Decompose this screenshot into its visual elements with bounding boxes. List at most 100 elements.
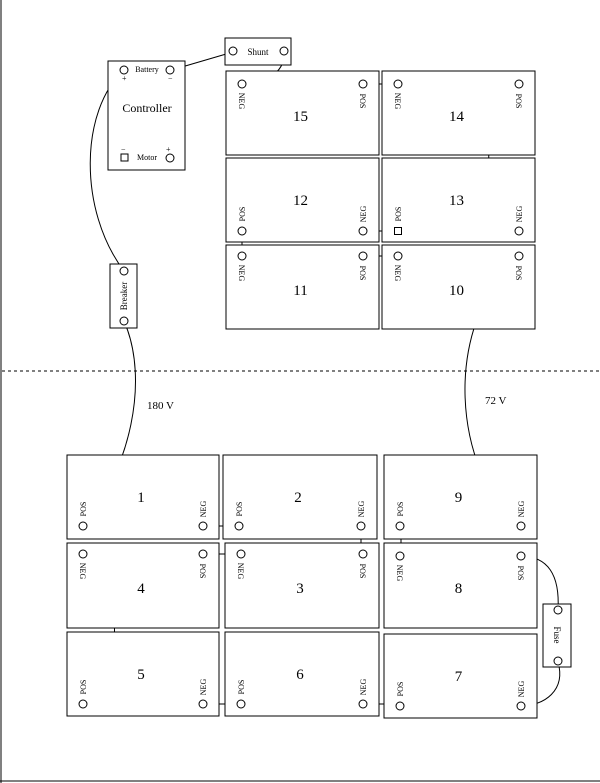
battery-terminal-neg — [358, 226, 368, 236]
battery-terminal-pos — [237, 226, 247, 236]
controller-battery-label: Battery — [135, 65, 159, 74]
battery-box — [224, 542, 380, 629]
terminal-label-neg: NEG — [359, 206, 368, 223]
fuse-bottom-terminal — [553, 656, 563, 666]
battery-10: 10 NEG POS — [381, 244, 536, 330]
terminal-label-pos: POS — [516, 566, 525, 581]
battery-number: 12 — [293, 193, 308, 209]
battery-number: 15 — [293, 109, 308, 125]
shunt: Shunt — [224, 37, 292, 66]
battery-number: 1 — [137, 490, 145, 506]
battery-terminal-neg — [516, 701, 526, 711]
battery-14: 14 NEG POS — [381, 70, 536, 156]
terminal-label-neg: NEG — [199, 501, 208, 518]
terminal-label-neg: NEG — [517, 501, 526, 518]
shunt-left-terminal — [228, 46, 238, 56]
terminal-label-neg: NEG — [393, 93, 402, 110]
fuse-top-terminal — [553, 605, 563, 615]
battery-terminal-neg — [198, 699, 208, 709]
controller-motor-neg-terminal — [120, 153, 129, 162]
fuse-label: Fuse — [552, 626, 562, 643]
battery-15: 15 NEG POS — [225, 70, 380, 156]
battery-box — [225, 157, 380, 243]
terminal-label-neg: NEG — [515, 206, 524, 223]
terminal-label-pos: POS — [79, 680, 88, 695]
battery-box — [381, 244, 536, 330]
battery-number: 7 — [455, 669, 463, 685]
battery-terminal-neg — [198, 521, 208, 531]
terminal-label-pos: POS — [514, 94, 523, 109]
terminal-label-neg: NEG — [237, 93, 246, 110]
battery-terminal-neg — [237, 79, 247, 89]
battery-number: 13 — [449, 193, 464, 209]
terminal-label-neg: NEG — [78, 563, 87, 580]
controller-battery-pos-terminal — [119, 65, 129, 75]
voltage-label-180v: 180 V — [147, 400, 174, 412]
battery-terminal-neg — [393, 79, 403, 89]
battery-terminal-pos — [514, 251, 524, 261]
battery-number: 3 — [296, 581, 304, 597]
battery-terminal-neg — [395, 551, 405, 561]
battery-box — [66, 631, 220, 717]
controller-battery-plus: + — [122, 74, 127, 83]
battery-terminal-neg — [516, 521, 526, 531]
controller-battery-minus: − — [168, 74, 173, 83]
battery-box — [222, 454, 378, 540]
terminal-label-neg: NEG — [199, 679, 208, 696]
battery-terminal-pos — [78, 521, 88, 531]
voltage-label-72v: 72 V — [485, 395, 507, 407]
battery-box — [383, 542, 538, 629]
terminal-label-pos: POS — [514, 266, 523, 281]
battery-number: 2 — [294, 490, 302, 506]
terminal-label-pos: POS — [235, 502, 244, 517]
terminal-label-pos: POS — [358, 266, 367, 281]
terminal-label-neg: NEG — [393, 265, 402, 282]
battery-box — [381, 157, 536, 243]
terminal-label-pos: POS — [396, 502, 405, 517]
battery-number: 10 — [449, 283, 464, 299]
battery-terminal-pos — [78, 699, 88, 709]
battery-box — [381, 70, 536, 156]
terminal-label-neg: NEG — [395, 565, 404, 582]
battery-number: 8 — [455, 581, 463, 597]
terminal-label-neg: NEG — [357, 501, 366, 518]
terminal-label-pos: POS — [198, 564, 207, 579]
battery-terminal-pos — [395, 521, 405, 531]
battery-terminal-pos — [198, 549, 208, 559]
battery-box — [225, 244, 380, 330]
controller-title: Controller — [122, 101, 171, 115]
battery-number: 9 — [455, 490, 463, 506]
battery-terminal-neg — [393, 251, 403, 261]
battery-box — [383, 454, 538, 540]
terminal-label-pos: POS — [394, 207, 403, 222]
terminal-label-pos: POS — [238, 207, 247, 222]
terminal-label-neg: NEG — [236, 563, 245, 580]
battery-number: 14 — [449, 109, 465, 125]
terminal-label-neg: NEG — [359, 679, 368, 696]
controller-motor-minus: − — [121, 145, 126, 154]
controller-motor-plus: + — [166, 145, 171, 154]
battery-number: 11 — [293, 283, 307, 299]
battery-terminal-pos — [358, 549, 368, 559]
battery-box — [225, 70, 380, 156]
battery-terminal-neg — [236, 549, 246, 559]
battery-terminal-neg — [237, 251, 247, 261]
battery-terminal-neg — [78, 549, 88, 559]
fuse: Fuse — [542, 603, 572, 668]
controller-motor-label: Motor — [137, 153, 157, 162]
battery-terminal-pos — [358, 79, 368, 89]
terminal-label-pos: POS — [358, 94, 367, 109]
